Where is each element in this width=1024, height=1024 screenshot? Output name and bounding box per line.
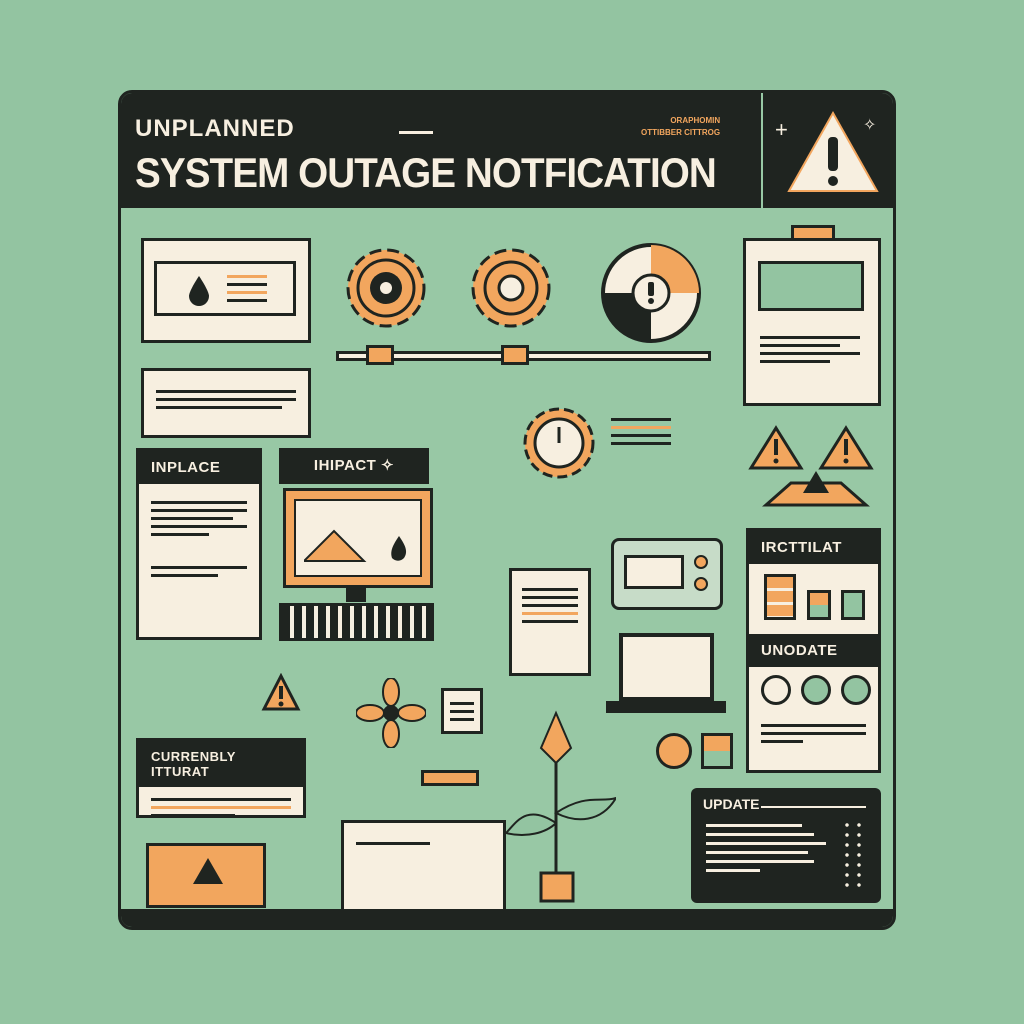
impact-title: IHIPACT — [313, 457, 377, 474]
gear-icon — [346, 248, 426, 328]
alert-dial-icon — [601, 243, 701, 343]
label-tag — [421, 770, 479, 786]
circle-badge — [656, 733, 692, 769]
header-dash — [399, 131, 433, 134]
text-lines — [761, 719, 866, 748]
status-bars — [749, 564, 878, 634]
info-card — [141, 238, 311, 343]
status-dot — [801, 675, 831, 705]
radio-device — [611, 538, 723, 610]
plus-icon: + — [775, 117, 788, 142]
status-block — [807, 590, 831, 620]
impact-title-bar: IHIPACT ✧ — [279, 448, 429, 484]
title-rule — [761, 806, 866, 808]
laptop-keyboard — [606, 701, 726, 713]
briefcase — [146, 843, 266, 908]
clip — [791, 225, 835, 241]
text-lines — [611, 413, 671, 450]
screen-panel — [758, 261, 864, 311]
status-title: IRCTTILAT — [749, 531, 878, 564]
header-bar: UNPLANNED SYSTEM OUTAGE NOTFICATION ORAP… — [121, 93, 893, 208]
update-panel: UPDATE — [691, 788, 881, 903]
warning-signs-icon — [748, 425, 874, 507]
monitor-stand — [346, 588, 366, 602]
report-card — [743, 225, 881, 406]
text-lines — [444, 691, 480, 732]
laptop-screen — [619, 633, 714, 701]
undate-body — [749, 667, 878, 777]
header-subtitle: UNPLANNED — [135, 115, 295, 142]
text-card — [141, 368, 311, 438]
undate-title: UNODATE — [749, 634, 878, 667]
text-lines — [522, 583, 578, 628]
knob — [694, 555, 708, 569]
text-lines — [344, 823, 503, 864]
update-title: UPDATE — [703, 796, 760, 812]
plant-icon — [506, 710, 616, 903]
small-box — [701, 733, 733, 769]
gear-icon — [471, 248, 551, 328]
sparkle-icon: ✧ — [380, 457, 395, 474]
sparkle-icon: ✧ — [863, 117, 877, 134]
message-card — [341, 820, 506, 915]
inner-panel — [154, 261, 296, 316]
text-lines — [227, 270, 267, 307]
currently-panel: CURRENBLY ITTURAT — [136, 738, 306, 818]
mountain-chart-icon — [304, 529, 407, 562]
document — [509, 568, 591, 676]
warning-triangle-icon — [787, 110, 879, 192]
status-block — [841, 590, 865, 620]
dot-grid — [841, 820, 865, 890]
knob — [694, 577, 708, 591]
droplet-icon — [189, 276, 209, 306]
bottom-bar — [121, 909, 893, 927]
status-dot — [841, 675, 871, 705]
header-divider — [761, 93, 763, 208]
text-lines — [139, 787, 303, 828]
monitor — [283, 488, 433, 588]
valve — [501, 345, 529, 365]
header-small-text: ORAPHOMIN OTTIBBER CITTROG — [641, 115, 720, 139]
warning-small-icon — [261, 673, 301, 711]
note — [441, 688, 483, 734]
page-title: SYSTEM OUTAGE NOTFICATION — [135, 149, 717, 196]
inplace-panel: INPLACE — [136, 448, 262, 640]
monitor-screen — [294, 499, 422, 577]
keyboard — [279, 603, 434, 641]
inplace-title: INPLACE — [139, 451, 259, 484]
flower-icon — [356, 678, 426, 748]
header-small-line: ORAPHOMIN — [670, 116, 721, 125]
status-block — [764, 574, 796, 620]
warning-icon — [193, 858, 223, 884]
status-panel: IRCTTILAT UNODATE — [746, 528, 881, 773]
text-lines — [139, 484, 259, 594]
text-lines — [156, 385, 296, 414]
currently-title: CURRENBLY ITTURAT — [139, 741, 303, 787]
text-lines — [706, 818, 826, 878]
outage-poster: UNPLANNED SYSTEM OUTAGE NOTFICATION ORAP… — [118, 90, 896, 930]
status-dot — [761, 675, 791, 705]
radio-display — [624, 555, 684, 589]
valve — [366, 345, 394, 365]
header-small-line: OTTIBBER CITTROG — [641, 128, 721, 137]
clock-gear-icon — [523, 407, 595, 479]
text-lines — [760, 331, 860, 368]
